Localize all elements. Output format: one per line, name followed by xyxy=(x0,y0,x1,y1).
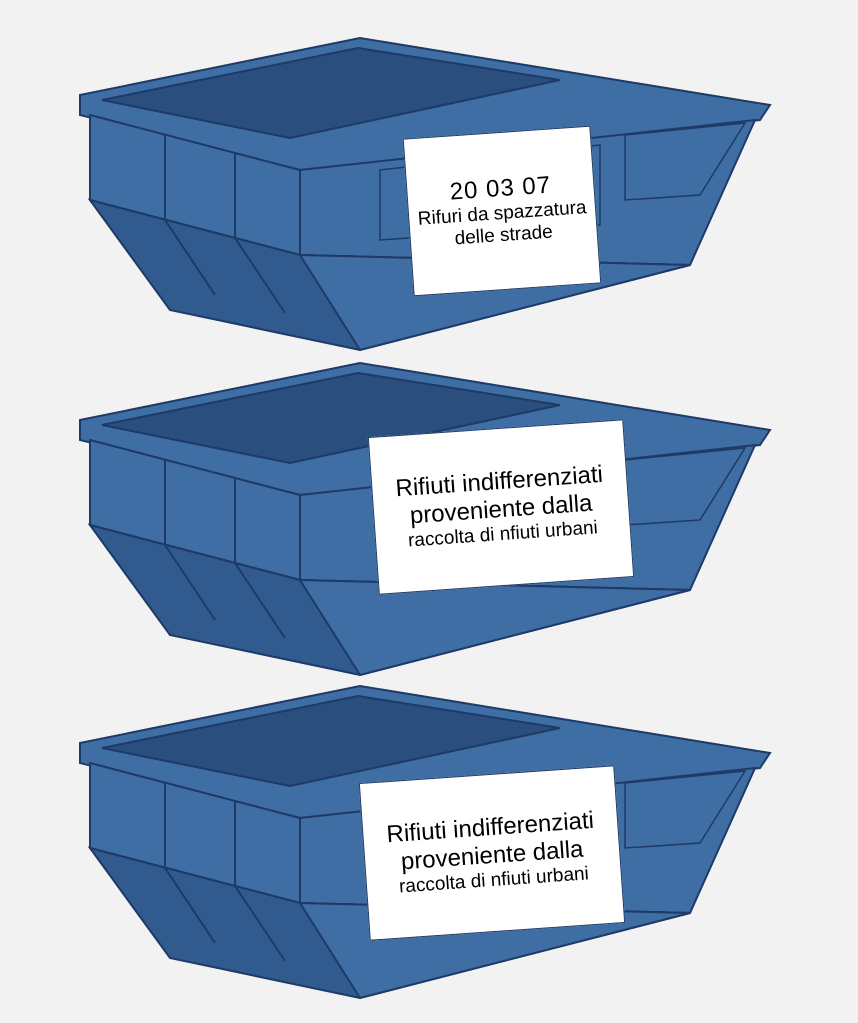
side-recess-right xyxy=(624,122,747,201)
bottom-rib xyxy=(234,885,286,962)
skip-container-1: 20 03 07 Rifuri da spazzatura delle stra… xyxy=(0,20,858,360)
bottom-rib xyxy=(234,562,286,639)
waste-label-2: Rifiuti indifferenziati proveniente dall… xyxy=(367,419,635,595)
waste-label-1: 20 03 07 Rifuri da spazzatura delle stra… xyxy=(402,125,602,297)
inner-opening xyxy=(101,694,561,788)
bottom-rib xyxy=(234,237,286,314)
bottom-rib xyxy=(164,544,216,621)
bottom-rib xyxy=(164,219,216,296)
waste-label-3: Rifiuti indifferenziati proveniente dall… xyxy=(358,765,626,941)
bottom-face xyxy=(298,578,691,677)
inner-opening xyxy=(101,46,561,140)
inner-opening xyxy=(101,371,561,465)
skip-container-illustration xyxy=(79,361,772,677)
bottom-rib xyxy=(164,867,216,944)
side-recess-right xyxy=(624,770,747,849)
skip-container-2: Rifiuti indifferenziati proveniente dall… xyxy=(0,345,858,685)
skip-container-3: Rifiuti indifferenziati proveniente dall… xyxy=(0,668,858,1008)
